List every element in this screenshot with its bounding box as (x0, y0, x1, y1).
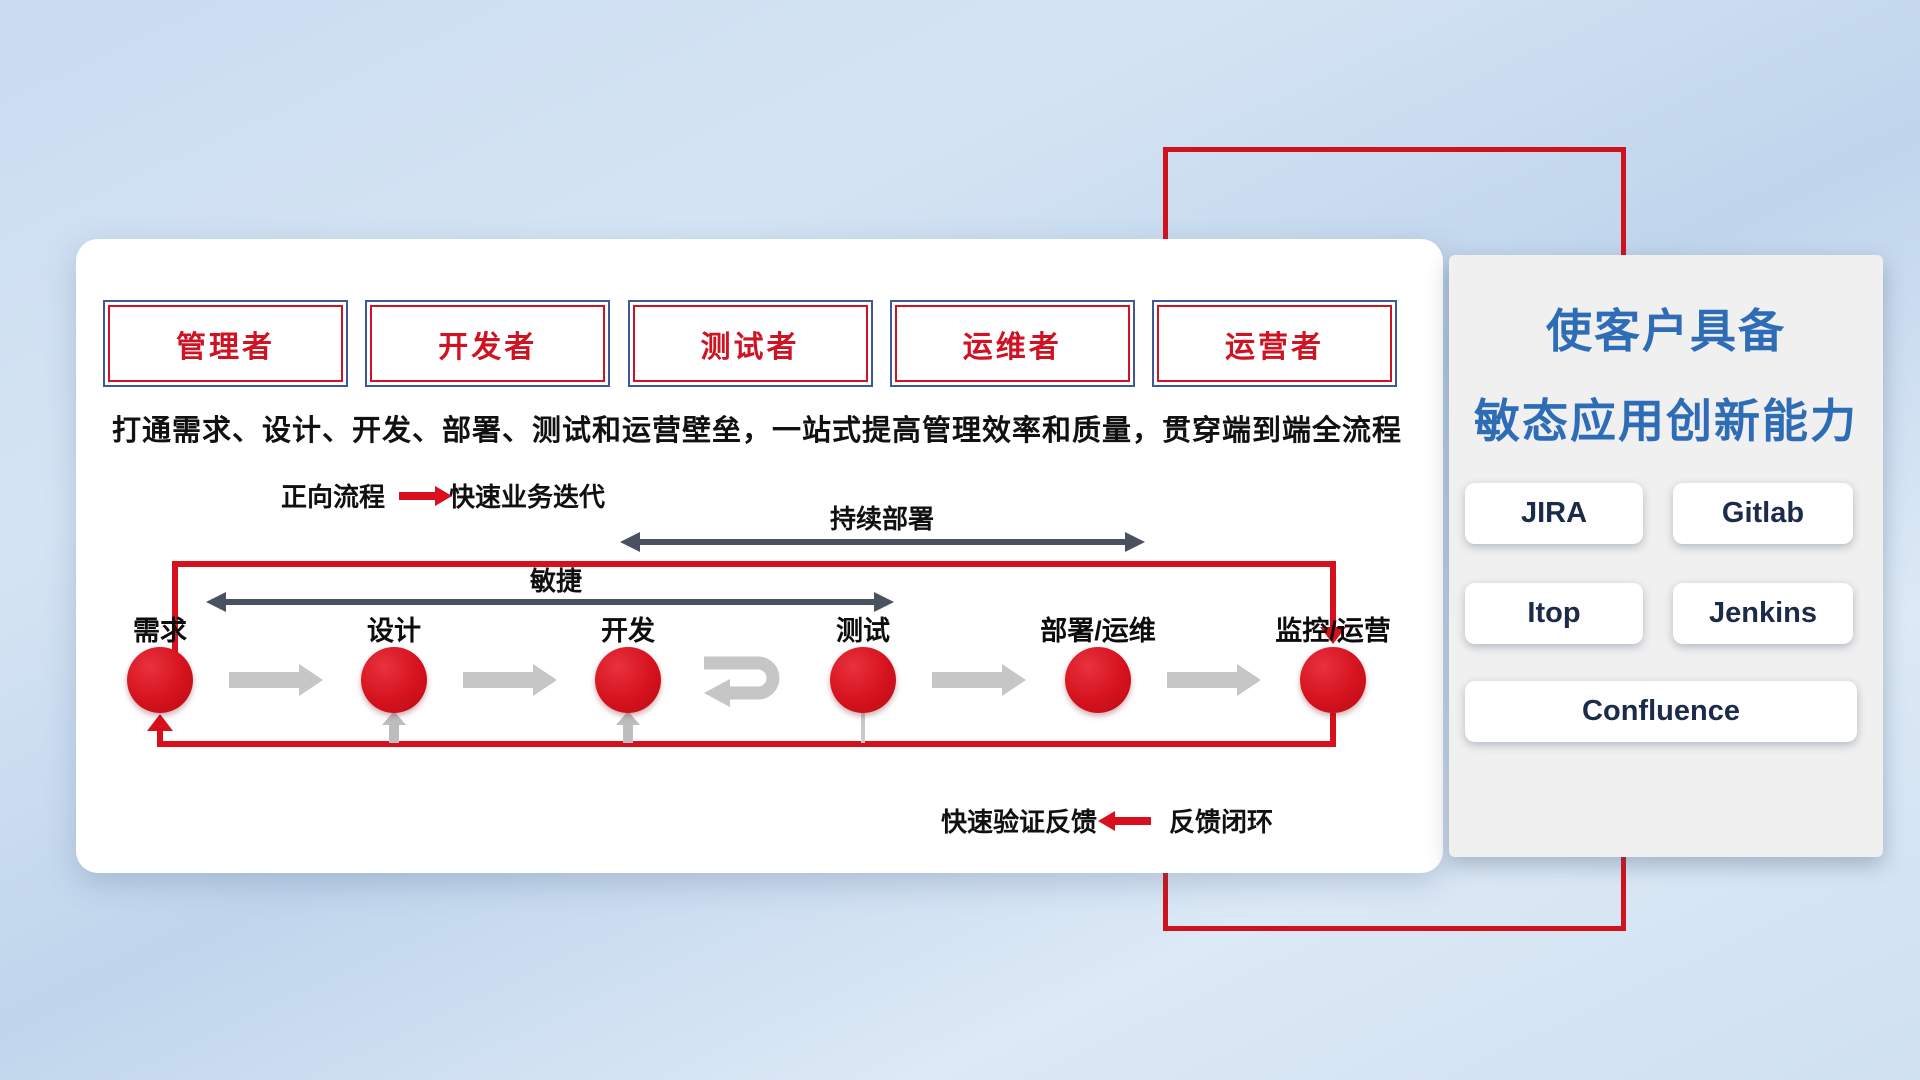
panel-description: 打通需求、设计、开发、部署、测试和运营壁垒，一站式提高管理效率和质量，贯穿端到端… (112, 415, 1403, 447)
feedback-loop-line (157, 729, 163, 743)
role-label: 管理者 (176, 330, 275, 364)
tool-badge-confluence: Confluence (1465, 681, 1857, 742)
feedback-loop-line (1330, 561, 1336, 627)
role-label: 运维者 (962, 330, 1062, 364)
stage-node-requirements (127, 647, 193, 713)
gray-connector (623, 725, 633, 743)
forward-arrow-icon (399, 485, 453, 506)
gray-up-arrow-icon (382, 711, 406, 725)
stage-label-requirements: 需求 (133, 616, 187, 646)
stage-node-deploy-ops (1065, 647, 1131, 713)
capability-sidebar: 使客户具备 敏态应用创新能力 JIRA Gitlab Itop Jenkins … (1449, 255, 1883, 857)
tool-badge-gitlab: Gitlab (1673, 483, 1853, 544)
flow-arrow-icon (1167, 664, 1261, 696)
devops-flow-panel: 管理者 开发者 测试者 运维者 运营者 打通需求、设计、开发、部署、测试和运营壁… (76, 239, 1443, 873)
role-label: 测试者 (700, 330, 800, 364)
uturn-arrow-icon (704, 656, 780, 707)
tool-badge-jenkins: Jenkins (1673, 583, 1853, 644)
feedback-loop-line (157, 741, 1336, 747)
role-box-developer: 开发者 (365, 300, 611, 387)
role-label: 开发者 (438, 330, 538, 364)
stage-node-test (830, 647, 896, 713)
forward-flow-label: 正向流程 (281, 482, 386, 512)
role-label: 运营者 (1225, 330, 1324, 364)
gray-connector (861, 713, 865, 743)
flow-arrow-icon (932, 664, 1026, 696)
stage-label-test: 测试 (836, 616, 890, 646)
stage-label-develop: 开发 (601, 616, 655, 646)
feedback-legend: 快速验证反馈 反馈闭环 (941, 802, 1273, 839)
feedback-text: 快速验证反馈 (941, 807, 1098, 837)
feedback-loop-line (1330, 713, 1336, 747)
forward-flow-legend: 正向流程 快速业务迭代 (281, 477, 605, 514)
role-box-manager: 管理者 (103, 300, 348, 387)
flow-arrow-icon (463, 664, 557, 696)
flow-arrow-icon (229, 664, 323, 696)
agile-label: 敏捷 (529, 566, 583, 596)
sidebar-title-line2: 敏态应用创新能力 (1474, 395, 1858, 447)
gray-connector (389, 725, 399, 743)
stage-label-design: 设计 (367, 616, 421, 646)
role-box-ops: 运维者 (889, 300, 1135, 387)
forward-flow-text: 快速业务迭代 (449, 482, 606, 512)
role-boxes-row: 管理者 开发者 测试者 运维者 运营者 (103, 300, 1397, 387)
tool-badge-jira: JIRA (1465, 483, 1643, 544)
role-box-tester: 测试者 (627, 300, 873, 387)
continuous-deploy-double-arrow-icon (620, 532, 1145, 552)
sidebar-title-line1: 使客户具备 (1546, 305, 1786, 357)
stage-label-deploy-ops: 部署/运维 (1040, 616, 1156, 646)
feedback-loop-line (172, 561, 178, 653)
feedback-arrow-icon (1098, 810, 1152, 831)
stage-node-monitor-op (1300, 647, 1366, 713)
stage-label-monitor-op: 监控/运营 (1275, 616, 1391, 646)
role-box-operator: 运营者 (1152, 300, 1397, 387)
agile-double-arrow-icon (206, 592, 894, 612)
feedback-loop-line (172, 561, 1336, 567)
continuous-deploy-label: 持续部署 (829, 504, 935, 534)
feedback-label: 反馈闭环 (1169, 807, 1274, 837)
feedback-loop-arrowhead-up (147, 714, 173, 731)
stage-node-design (361, 647, 427, 713)
tool-badge-itop: Itop (1465, 583, 1643, 644)
stage-node-develop (595, 647, 661, 713)
gray-up-arrow-icon (616, 711, 640, 725)
feedback-loop-arrowhead-down (1320, 627, 1346, 644)
